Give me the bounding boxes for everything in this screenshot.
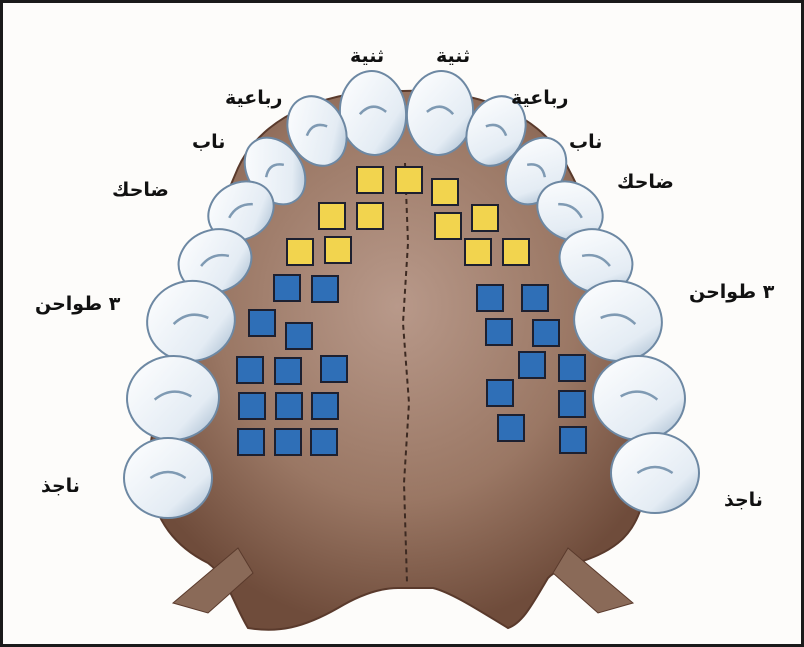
marker-yellow-3: [357, 203, 383, 229]
label-wisdom-right: ناجذ: [41, 477, 80, 496]
marker-yellow-10: [503, 239, 529, 265]
marker-yellow-8: [325, 237, 351, 263]
label-central-incisor-left: ثنية: [436, 47, 470, 66]
marker-blue-20: [275, 358, 301, 384]
marker-blue-33: [560, 427, 586, 453]
marker-blue-11: [274, 275, 300, 301]
marker-blue-29: [238, 429, 264, 455]
marker-blue-14: [522, 285, 548, 311]
marker-blue-24: [239, 393, 265, 419]
marker-blue-19: [237, 357, 263, 383]
marker-yellow-7: [287, 239, 313, 265]
label-canine-right: ناب: [192, 133, 225, 152]
label-molars-right: ٣ طواحن: [35, 295, 120, 314]
label-central-incisor-right: ثنية: [350, 47, 384, 66]
label-wisdom-left: ناجذ: [724, 491, 763, 510]
marker-blue-32: [498, 415, 524, 441]
marker-blue-21: [321, 356, 347, 382]
marker-blue-16: [286, 323, 312, 349]
marker-blue-18: [533, 320, 559, 346]
marker-blue-25: [276, 393, 302, 419]
marker-blue-28: [559, 391, 585, 417]
label-canine-left: ناب: [569, 133, 602, 152]
marker-blue-22: [519, 352, 545, 378]
marker-yellow-1: [396, 167, 422, 193]
label-premolar-right: ضاحك: [112, 181, 169, 200]
marker-yellow-0: [357, 167, 383, 193]
label-lateral-incisor-left: رباعية: [511, 89, 568, 108]
marker-blue-26: [312, 393, 338, 419]
tooth-molar-3-left: [611, 433, 699, 513]
marker-blue-17: [486, 319, 512, 345]
marker-yellow-5: [435, 213, 461, 239]
marker-blue-13: [477, 285, 503, 311]
marker-blue-15: [249, 310, 275, 336]
marker-blue-23: [559, 355, 585, 381]
marker-blue-27: [487, 380, 513, 406]
palate-diagram: [3, 3, 801, 644]
label-premolar-left: ضاحك: [617, 173, 674, 192]
marker-yellow-2: [432, 179, 458, 205]
marker-blue-30: [275, 429, 301, 455]
label-molars-left: ٣ طواحن: [689, 283, 774, 302]
marker-blue-31: [311, 429, 337, 455]
marker-yellow-9: [465, 239, 491, 265]
marker-blue-12: [312, 276, 338, 302]
tooth-molar-3-right: [124, 438, 212, 518]
label-lateral-incisor-right: رباعية: [225, 89, 282, 108]
marker-yellow-4: [319, 203, 345, 229]
marker-yellow-6: [472, 205, 498, 231]
